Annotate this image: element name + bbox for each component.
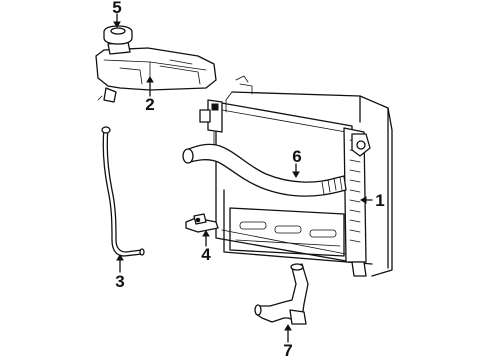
callout-3: 3: [115, 272, 124, 291]
callout-6: 6: [292, 147, 301, 166]
callout-1: 1: [375, 191, 384, 210]
callout-7: 7: [283, 341, 292, 360]
callout-4: 4: [201, 245, 211, 264]
overflow-hose: [101, 126, 145, 257]
callout-5: 5: [112, 0, 121, 17]
leader-lines: [113, 13, 373, 343]
lower-radiator-hose: [254, 263, 309, 325]
callout-2: 2: [145, 95, 154, 114]
radiator: [199, 99, 371, 277]
reservoir-cap: [103, 25, 133, 45]
coolant-reservoir: [95, 41, 217, 103]
upper-radiator-hose: [182, 143, 347, 197]
mounting-bracket: [185, 213, 219, 233]
